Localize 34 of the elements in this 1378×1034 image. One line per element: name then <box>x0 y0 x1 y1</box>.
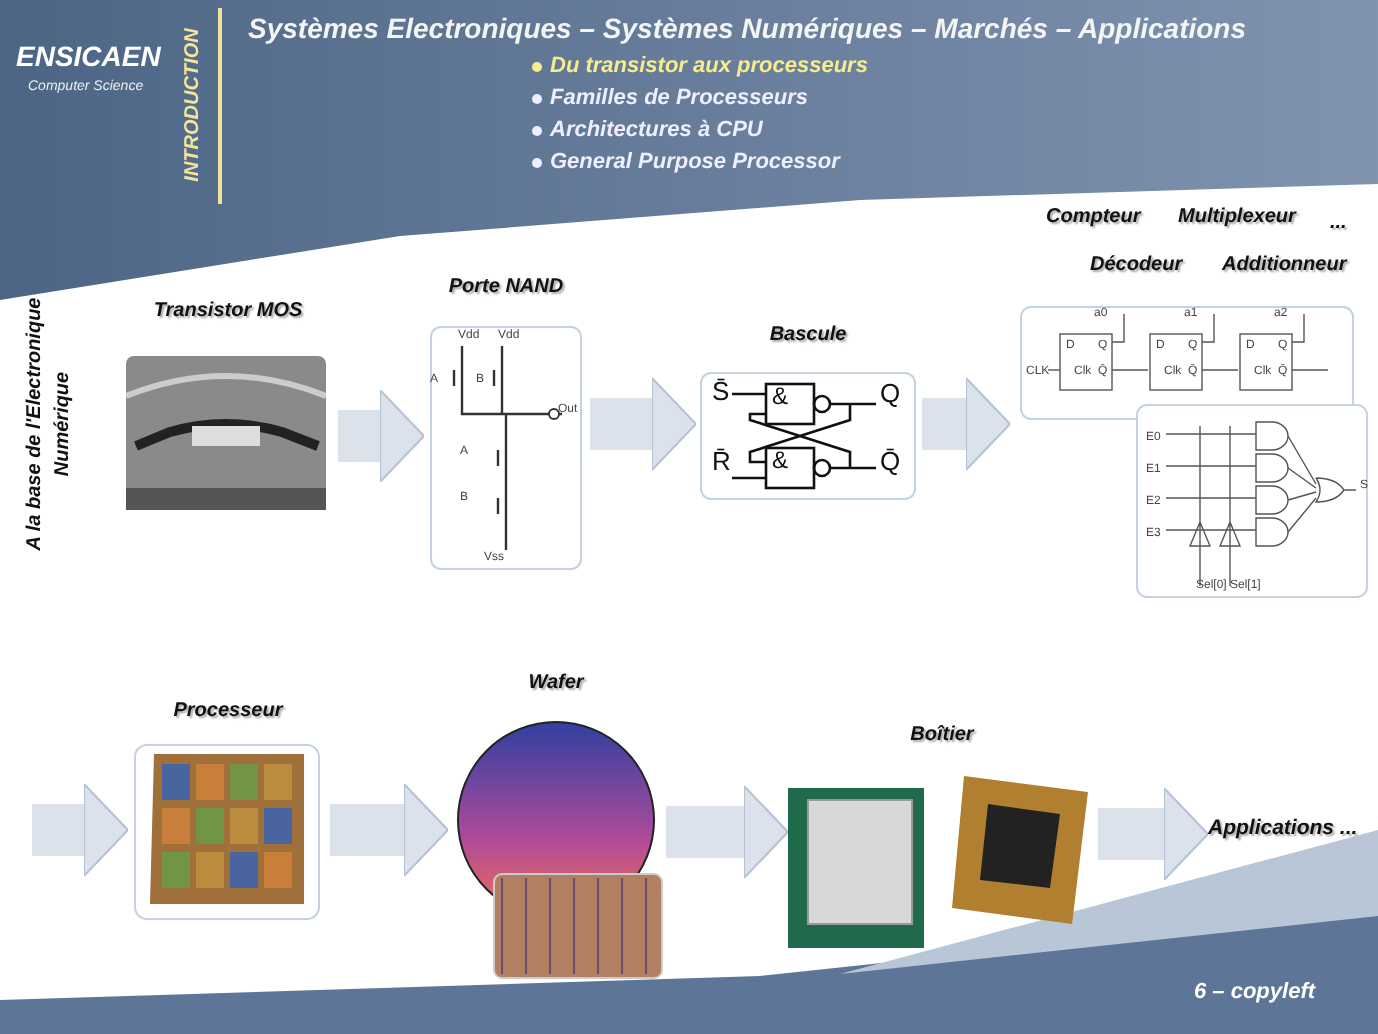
side-label: A la base de l'Electronique Numérique <box>22 295 76 554</box>
pin-label: S̄ <box>712 378 730 404</box>
pin-label: & <box>772 384 789 408</box>
picture-caption: Compteur <box>1046 206 1141 228</box>
menu-item: Du transistor aux processeurs <box>550 54 868 78</box>
school-name: ENSICAEN <box>16 40 161 72</box>
menu-item: General Purpose Processor <box>550 150 840 174</box>
picture-caption: ... <box>1330 212 1347 234</box>
section-label: INTRODUCTION <box>181 28 204 182</box>
pin-label: & <box>772 448 789 472</box>
menu-item: Architectures à CPU <box>550 118 763 142</box>
picture-caption: Multiplexeur <box>1178 206 1296 228</box>
picture-caption: Décodeur <box>1090 254 1183 276</box>
block-arrow <box>1098 787 1209 881</box>
menu-item: Familles de Processeurs <box>550 86 809 110</box>
node-label: Applications ... <box>1208 816 1360 840</box>
pin-label: Q <box>880 380 901 406</box>
pin-label: Q̄ <box>880 448 901 474</box>
picture-caption: Transistor MOS <box>151 300 305 322</box>
block-arrow <box>590 377 697 471</box>
picture-caption: Additionneur <box>1222 254 1347 276</box>
block-arrow <box>32 783 129 877</box>
block-arrow <box>330 783 449 877</box>
picture-caption: Porte NAND <box>446 276 566 298</box>
block-arrow <box>666 785 789 879</box>
pin-label: R̄ <box>712 448 731 474</box>
picture-caption: Boîtier <box>908 724 977 746</box>
block-arrow <box>922 377 1011 471</box>
page-number: 6 – copyleft <box>1194 980 1316 1004</box>
picture-caption: Bascule <box>767 324 849 346</box>
slide-title: Systèmes Electroniques – Systèmes Numériques – Marchés – Applications <box>248 12 1247 44</box>
picture-caption: Wafer <box>526 672 587 694</box>
block-arrow <box>338 389 425 483</box>
picture-caption: Processeur <box>171 700 286 722</box>
